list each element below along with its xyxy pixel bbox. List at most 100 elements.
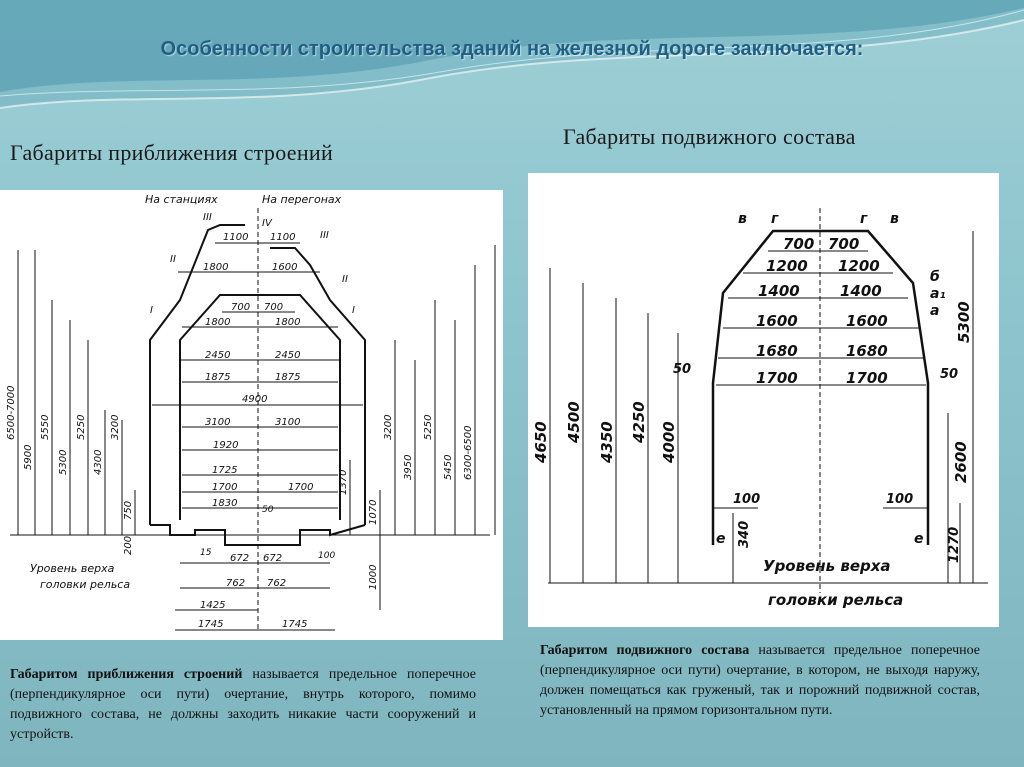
roman-label: II bbox=[170, 254, 176, 265]
structure-clearance-diagram: На станциях На перегонах III IV III II I… bbox=[0, 190, 503, 640]
dim-label: 1680 bbox=[846, 342, 888, 360]
dim-label: 1100 bbox=[270, 232, 295, 243]
dim-label: 3100 bbox=[205, 417, 230, 428]
height-label: 4650 bbox=[532, 421, 550, 464]
dim-label: 2450 bbox=[275, 350, 300, 361]
dim-label: 1700 bbox=[846, 369, 888, 387]
header-wave-decoration bbox=[0, 0, 1024, 109]
roman-label: IV bbox=[262, 218, 273, 229]
dim-label: 1800 bbox=[203, 262, 228, 273]
dim-label: 1680 bbox=[756, 342, 798, 360]
dim-label: 4900 bbox=[242, 394, 267, 405]
height-label: 5250 bbox=[76, 415, 87, 440]
dim-label: 700 bbox=[828, 235, 859, 253]
roman-label: I bbox=[352, 305, 355, 316]
right-caption-term: Габаритом подвижного состава bbox=[540, 643, 750, 658]
height-label: 2600 bbox=[952, 441, 970, 483]
height-label: 4000 bbox=[660, 421, 678, 464]
dim-label: 700 bbox=[231, 302, 250, 313]
dim-label: 1700 bbox=[288, 482, 313, 493]
letter-label: а₁ bbox=[930, 286, 946, 302]
dim-label: 1725 bbox=[212, 465, 237, 476]
dim-label: 100 bbox=[733, 492, 760, 507]
dim-label: 1400 bbox=[758, 282, 800, 300]
height-label: 5450 bbox=[443, 455, 454, 480]
dim-label: 1600 bbox=[846, 312, 888, 330]
dim-label: 1875 bbox=[275, 372, 300, 383]
dim-label: 762 bbox=[226, 578, 245, 589]
rail-label: Уровень верха bbox=[763, 557, 891, 575]
roman-label: III bbox=[203, 212, 212, 223]
height-label: 3200 bbox=[383, 415, 394, 440]
rail-label: Уровень верха bbox=[30, 562, 115, 575]
height-label: 5250 bbox=[423, 415, 434, 440]
dim-label: 15 bbox=[200, 548, 212, 558]
right-caption-text: называется предельное поперечное (перпен… bbox=[540, 643, 980, 718]
slide-title: Особенности строительства зданий на желе… bbox=[160, 38, 864, 60]
height-label: 4350 bbox=[598, 421, 616, 464]
dim-label: 672 bbox=[230, 553, 249, 564]
dim-label: 1745 bbox=[282, 619, 307, 630]
rolling-stock-gauge-svg: в г г в б а₁ а е е 700 700 1200 1200 140… bbox=[532, 208, 988, 609]
height-label: 200 bbox=[123, 536, 134, 555]
left-caption-text: называется предельное поперечное (перпен… bbox=[10, 667, 476, 742]
dim-label: 50 bbox=[262, 505, 274, 515]
height-label: 1070 bbox=[368, 500, 379, 525]
right-caption: Габаритом подвижного состава называется … bbox=[540, 641, 980, 721]
letter-label: г bbox=[860, 211, 868, 227]
roman-label: II bbox=[342, 274, 348, 285]
height-label: 3950 bbox=[403, 455, 414, 480]
rolling-stock-gauge-diagram: в г г в б а₁ а е е 700 700 1200 1200 140… bbox=[528, 173, 999, 627]
dim-label: 1800 bbox=[205, 317, 230, 328]
dim-label: 3100 bbox=[275, 417, 300, 428]
letter-label: а bbox=[930, 303, 939, 319]
left-caption: Габаритом приближения строений называетс… bbox=[10, 665, 476, 745]
height-label: 5300 bbox=[955, 301, 973, 343]
height-label: 5300 bbox=[58, 450, 69, 475]
dim-label: 100 bbox=[886, 492, 913, 507]
height-label: 3200 bbox=[110, 415, 121, 440]
left-subtitle: Габариты приближения строений bbox=[10, 140, 334, 165]
letter-label: в bbox=[738, 211, 747, 227]
dim-label: 700 bbox=[264, 302, 283, 313]
roman-label: III bbox=[320, 230, 329, 241]
dim-label: 672 bbox=[263, 553, 282, 564]
height-label: 4300 bbox=[93, 450, 104, 475]
dim-label: 1600 bbox=[272, 262, 297, 273]
dim-label: 1100 bbox=[223, 232, 248, 243]
height-label: 6300-6500 bbox=[463, 425, 474, 480]
letter-label: б bbox=[930, 269, 940, 285]
dim-label: 762 bbox=[267, 578, 286, 589]
dim-label: 1200 bbox=[766, 257, 808, 275]
dim-label: 1830 bbox=[212, 498, 237, 509]
height-label: 5550 bbox=[40, 415, 51, 440]
dim-label: 1400 bbox=[840, 282, 882, 300]
dim-label: 2450 bbox=[205, 350, 230, 361]
label-stations: На станциях bbox=[145, 193, 218, 206]
letter-label: в bbox=[890, 211, 899, 227]
right-subtitle: Габариты подвижного состава bbox=[563, 124, 856, 149]
dim-label: 1425 bbox=[200, 600, 225, 611]
rail-label: головки рельса bbox=[40, 578, 130, 591]
dim-label: 1800 bbox=[275, 317, 300, 328]
dim-label: 100 bbox=[318, 551, 335, 561]
dim-label: 1920 bbox=[213, 440, 238, 451]
rail-label: головки рельса bbox=[768, 591, 903, 609]
dim-label: 1745 bbox=[198, 619, 223, 630]
letter-label: е bbox=[914, 531, 924, 547]
height-label: 4500 bbox=[565, 401, 583, 444]
dim-label: 340 bbox=[737, 521, 752, 548]
left-caption-term: Габаритом приближения строений bbox=[10, 667, 243, 682]
height-label: 5900 bbox=[23, 445, 34, 470]
label-spans: На перегонах bbox=[262, 193, 342, 206]
height-label: 6500-7000 bbox=[6, 385, 17, 440]
dim-label: 700 bbox=[783, 235, 814, 253]
dim-label: 1600 bbox=[756, 312, 798, 330]
height-label: 1370 bbox=[338, 470, 349, 495]
dim-label: 1700 bbox=[212, 482, 237, 493]
dim-label: 1270 bbox=[947, 527, 962, 563]
structure-clearance-svg: На станциях На перегонах III IV III II I… bbox=[6, 193, 496, 631]
dim-label: 50 bbox=[673, 362, 691, 377]
dim-label: 1875 bbox=[205, 372, 230, 383]
height-label: 1000 bbox=[368, 565, 379, 590]
